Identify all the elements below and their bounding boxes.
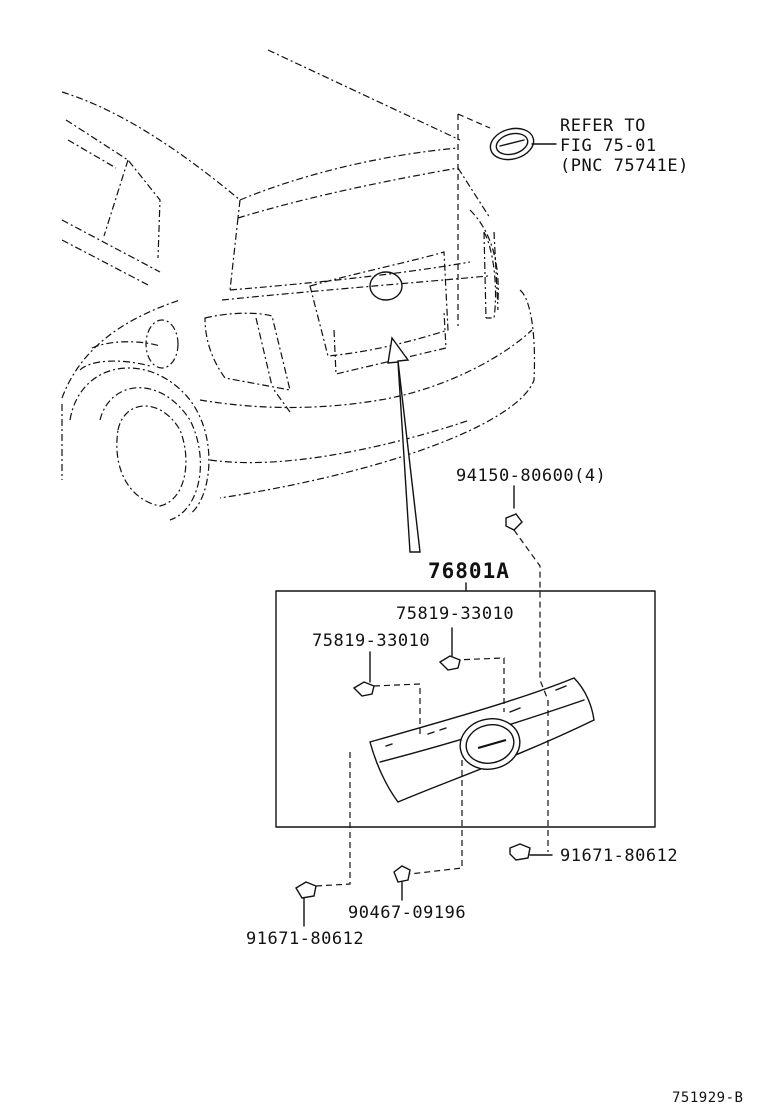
- callout-nut-91671-left: 91671-80612: [246, 929, 365, 949]
- callout-clip-75819-left: 75819-33010: [312, 631, 431, 651]
- bolt-94150: [505, 485, 523, 531]
- nut-90467: [393, 865, 411, 901]
- back-door-garnish: [369, 677, 595, 803]
- clip-75819-left: [352, 651, 375, 697]
- rear-emblem-part: [489, 127, 557, 161]
- callout-nut-90467: 90467-09196: [348, 903, 467, 923]
- callout-bolt-94150: 94150-80600(4): [456, 466, 607, 486]
- fastener-leaders: [315, 529, 549, 887]
- callout-assembly-76801a: 76801A: [428, 559, 510, 583]
- callout-clip-75819-right: 75819-33010: [396, 604, 515, 624]
- vehicle-rear-outline: [61, 49, 536, 521]
- emblem-leader-dashed: [457, 113, 491, 326]
- assembly-box: [275, 590, 656, 828]
- nut-91671-right: [509, 843, 553, 861]
- callout-nut-91671-right: 91671-80612: [560, 846, 679, 866]
- refer-note-line3: (PNC 75741E): [560, 156, 689, 176]
- nut-91671-left: [295, 881, 317, 927]
- refer-note-line2: FIG 75-01: [560, 136, 657, 156]
- refer-note-line1: REFER TO: [560, 116, 646, 136]
- install-arrow: [387, 336, 421, 553]
- figure-code: 751929-B: [672, 1090, 744, 1106]
- clip-75819-right: [438, 627, 461, 671]
